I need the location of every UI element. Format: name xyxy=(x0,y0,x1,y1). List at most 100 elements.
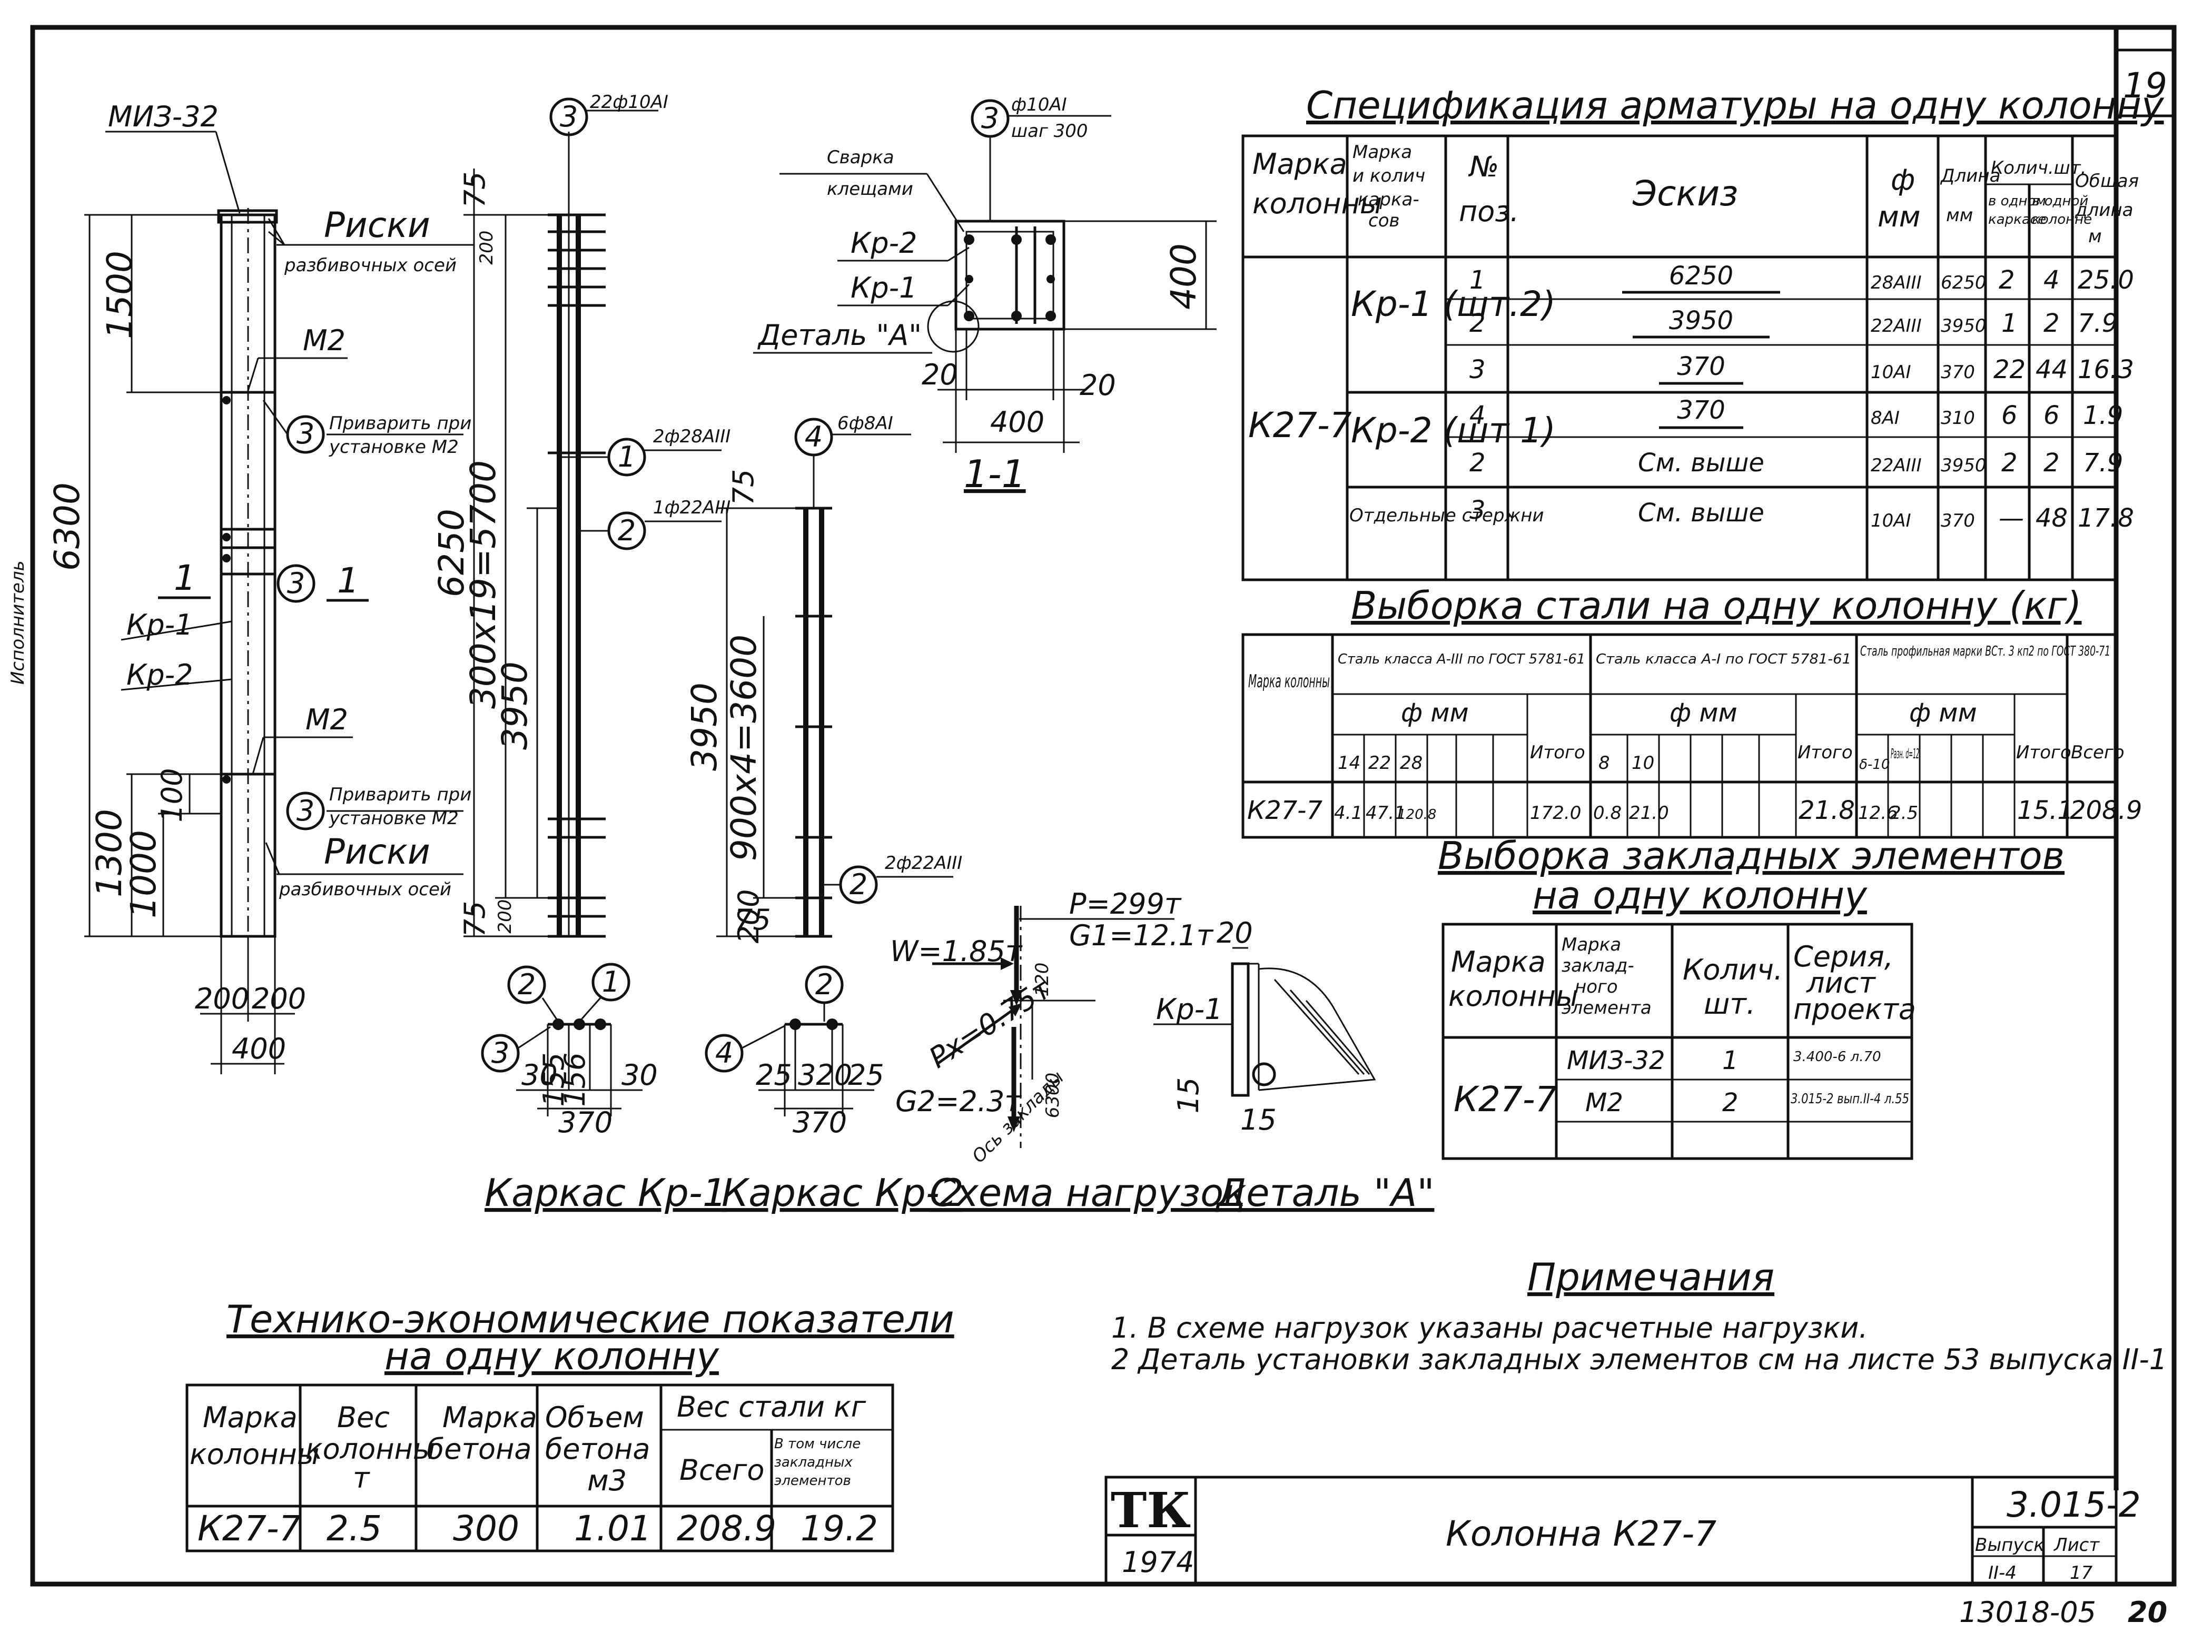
steel-h-g3: Сталь профильная марки ВСт. 3 кп2 по ГОС… xyxy=(1860,644,2110,659)
svg-text:3: 3 xyxy=(297,794,314,827)
svg-text:2: 2 xyxy=(815,968,833,1001)
section-mark-left: 1 xyxy=(174,558,196,598)
svg-text:2: 2 xyxy=(2001,448,2018,478)
spec-h-qty: Колич.шт. xyxy=(1991,157,2086,179)
detail-dim-15a: 15 xyxy=(1172,1077,1205,1114)
svg-text:370: 370 xyxy=(1677,352,1725,381)
kr1-dim-3950: 3950 xyxy=(495,661,535,750)
svg-text:См. выше: См. выше xyxy=(1638,448,1764,478)
svg-text:2: 2 xyxy=(1722,1088,1739,1117)
svg-text:3: 3 xyxy=(297,417,314,450)
sec-dim-400v: 400 xyxy=(1163,243,1204,310)
kr2-caption: Каркас Кр-2 xyxy=(722,1171,964,1215)
dim-6300: 6300 xyxy=(47,482,87,571)
svg-text:370: 370 xyxy=(1941,362,1975,383)
svg-text:3: 3 xyxy=(560,100,578,133)
tech-title-2: на одну колонну xyxy=(384,1334,719,1378)
svg-text:44: 44 xyxy=(2036,355,2068,384)
svg-text:208.9: 208.9 xyxy=(2070,796,2142,825)
svg-text:δ-10: δ-10 xyxy=(1859,757,1890,773)
svg-text:8АI: 8АI xyxy=(1871,408,1900,429)
detail-kr1: Кр-1 xyxy=(1156,993,1222,1026)
svg-text:4: 4 xyxy=(2043,265,2060,295)
spec-h-sketch: Эскиз xyxy=(1632,173,1738,214)
sec-bar3-note-1: ф10АI xyxy=(1011,94,1067,115)
side-stamp-text: Исполнитель xyxy=(7,560,28,685)
kr2-sec-25b: 25 xyxy=(848,1059,884,1092)
svg-text:Марка: Марка xyxy=(1451,945,1546,978)
svg-text:Марка: Марка xyxy=(442,1401,537,1434)
list-label: Лист xyxy=(2053,1535,2100,1556)
load-g2: G2=2.3т xyxy=(895,1085,1022,1118)
sec-dim-20a: 20 xyxy=(922,358,958,391)
tech-embedded: 19.2 xyxy=(801,1508,878,1549)
spec-h-total: Общая xyxy=(2075,171,2139,192)
notes-title: Примечания xyxy=(1527,1255,1774,1299)
steel-h-dia-2: ф мм xyxy=(1670,698,1737,728)
spec-h-dia: мм xyxy=(1878,200,1920,233)
detail-dim-15b: 15 xyxy=(1240,1103,1277,1136)
kr2-sec-370: 370 xyxy=(793,1106,847,1139)
steel-h-itogo-3: Итого xyxy=(2016,742,2071,763)
svg-text:3: 3 xyxy=(1469,355,1486,384)
spec-table: Спецификация арматуры на одну колонну Ма… xyxy=(1241,83,2165,581)
load-g1: G1=12.1т xyxy=(1069,919,1214,952)
svg-text:Разн. d=12: Разн. d=12 xyxy=(1891,746,1919,762)
kr2-sec-bubble-4 xyxy=(705,1034,744,1073)
steel-row-mark: К27-7 xyxy=(1247,796,1322,825)
steel-h-vsego: Всего xyxy=(2071,742,2125,763)
sec-dim-400h: 400 xyxy=(990,405,1044,439)
kr1-sec-370: 370 xyxy=(558,1106,613,1139)
section-mark-right: 1 xyxy=(337,560,359,601)
sec-dim-20b: 20 xyxy=(1080,369,1116,402)
drawing-title: Колонна К27-7 xyxy=(1446,1513,1716,1554)
steel-h-mark: Марка колонны xyxy=(1248,671,1330,692)
load-caption: Схема нагрузок xyxy=(930,1171,1247,1215)
svg-text:370: 370 xyxy=(1941,510,1975,531)
svg-text:1: 1 xyxy=(1469,265,1486,295)
svg-text:3: 3 xyxy=(1469,496,1486,525)
svg-text:21.0: 21.0 xyxy=(1629,803,1669,824)
svg-text:Вес: Вес xyxy=(337,1401,390,1434)
svg-text:ф: ф xyxy=(1891,163,1915,196)
svg-text:120.8: 120.8 xyxy=(1397,807,1436,823)
kr1-bar1-note: 2ф28АIII xyxy=(653,426,730,447)
svg-text:6250: 6250 xyxy=(1941,272,1987,293)
svg-text:проекта: проекта xyxy=(1793,993,1916,1026)
steel-h-dia-1: ф мм xyxy=(1401,698,1469,728)
svg-text:1: 1 xyxy=(2001,309,2018,338)
kr1-caption: Каркас Кр-1 xyxy=(485,1171,727,1215)
dim-1500: 1500 xyxy=(100,251,140,339)
steel-h-g2: Сталь класса А-I по ГОСТ 5781-61 xyxy=(1596,651,1851,667)
cage-kr1: 3 22ф10АI 1 2ф28АIII 2 1ф22АIII 75 200 6… xyxy=(431,92,730,1215)
m2-top-label: М2 xyxy=(303,324,345,357)
kr1-sec-bubble-3 xyxy=(481,1034,520,1073)
spec-group-separate: Отдельные стержни xyxy=(1349,505,1544,526)
dim-1000: 1000 xyxy=(123,830,164,918)
svg-text:12.6: 12.6 xyxy=(1858,803,1898,824)
svg-text:2: 2 xyxy=(518,968,536,1001)
svg-text:22АIII: 22АIII xyxy=(1871,455,1922,476)
svg-text:22АIII: 22АIII xyxy=(1871,315,1922,337)
embed-mark: К27-7 xyxy=(1454,1079,1557,1120)
kr2-dim-900x4: 900х4=3600 xyxy=(724,635,764,861)
svg-text:6: 6 xyxy=(2043,401,2060,430)
svg-text:10АI: 10АI xyxy=(1871,510,1911,531)
kr1-dim-6250: 6250 xyxy=(431,509,472,597)
svg-text:сов: сов xyxy=(1368,210,1400,231)
spec-group-kr2: Кр-2 (шт 1) xyxy=(1351,410,1556,451)
embed-table: Выборка закладных элементов на одну коло… xyxy=(1438,834,2065,1160)
steel-h-dia-3: ф мм xyxy=(1909,698,1977,728)
svg-text:7.9: 7.9 xyxy=(2083,448,2123,478)
svg-text:22: 22 xyxy=(1993,355,2026,384)
kr1-label: Кр-1 xyxy=(126,608,193,641)
riski-bottom-label: Риски xyxy=(324,832,430,872)
tech-mark: К27-7 xyxy=(197,1508,301,1549)
steel-title: Выборка стали на одну колонну (кг) xyxy=(1351,583,2081,628)
kr2-dim-3950: 3950 xyxy=(684,682,725,771)
svg-text:м3: м3 xyxy=(587,1464,627,1497)
svg-text:0.8: 0.8 xyxy=(1593,803,1622,824)
m2-bottom-label: М2 xyxy=(305,703,348,736)
miz32-label: МИЗ-32 xyxy=(108,100,219,133)
